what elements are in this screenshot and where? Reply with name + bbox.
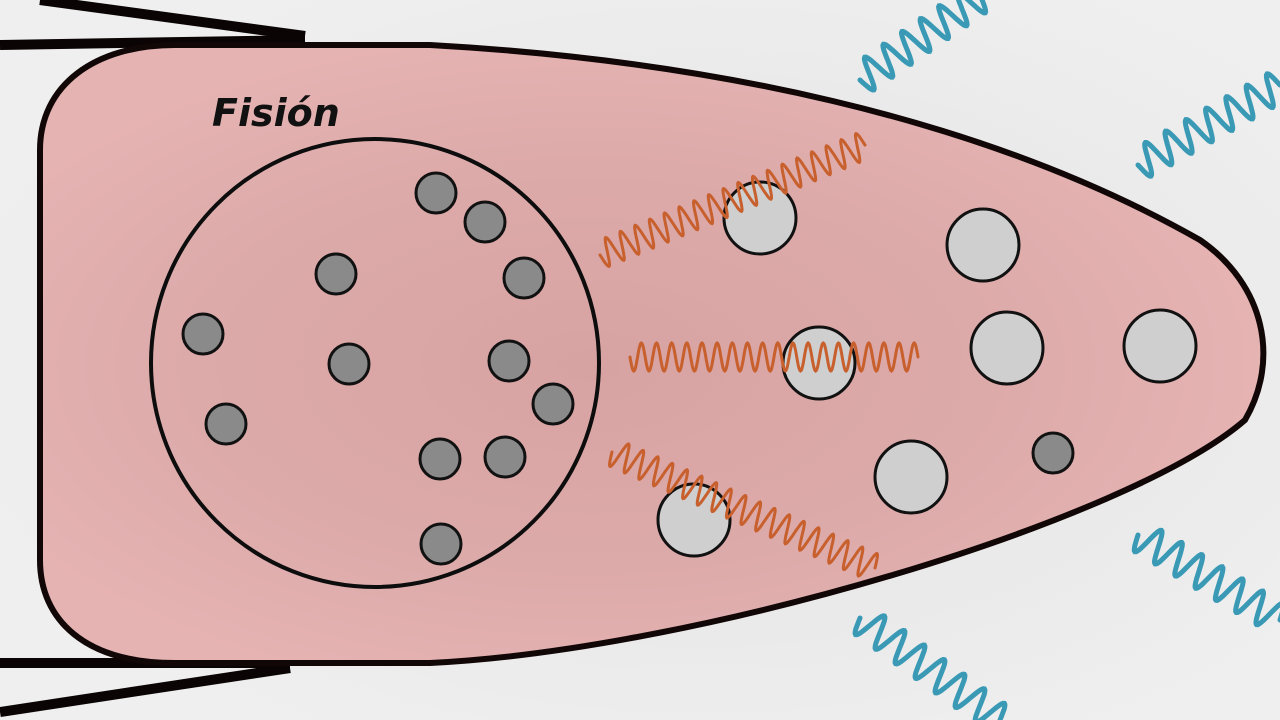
inner-wave-bottom <box>607 442 880 578</box>
fissile-core-outline <box>149 137 601 589</box>
outer-wave-top-left <box>857 0 989 93</box>
particle <box>1031 431 1075 475</box>
outer-wave-bottom-right <box>1131 527 1280 628</box>
particle <box>463 200 507 244</box>
particle <box>531 382 575 426</box>
outer-wave-top-right <box>1135 71 1280 179</box>
inner-gamma-waves <box>598 131 920 578</box>
released-particle <box>656 482 732 558</box>
particle <box>487 339 531 383</box>
particle <box>414 171 458 215</box>
released-particle <box>969 310 1045 386</box>
particle <box>419 522 463 566</box>
particle <box>204 402 248 446</box>
particle <box>314 252 358 296</box>
particle <box>483 435 527 479</box>
casing-line-bottom-diagonal <box>0 663 291 717</box>
casing-line-top-diagonal <box>39 0 306 41</box>
particle <box>502 256 546 300</box>
particle <box>181 312 225 356</box>
diagram-title: Fisión <box>212 91 340 135</box>
casing-line-top <box>0 35 306 50</box>
warhead-body <box>37 42 1267 666</box>
released-particle <box>945 207 1021 283</box>
particle <box>418 437 462 481</box>
outer-gamma-waves <box>852 0 1280 720</box>
released-particle <box>873 439 949 515</box>
particle <box>327 342 371 386</box>
fissile-particles <box>181 171 1075 566</box>
inner-wave-middle <box>628 341 920 373</box>
inner-wave-top <box>598 131 867 269</box>
outer-wave-bottom-left <box>852 613 1008 720</box>
released-particle <box>1122 308 1198 384</box>
